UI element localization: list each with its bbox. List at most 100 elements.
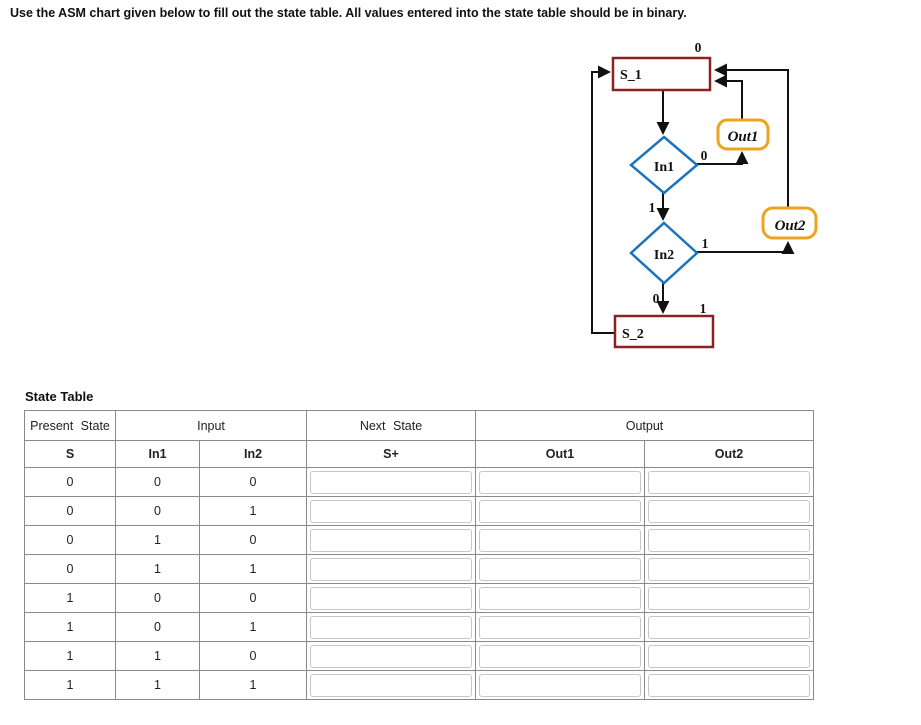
in1-cell: 1	[115, 554, 200, 584]
next-state-input[interactable]	[310, 644, 472, 668]
out1-cell	[475, 641, 645, 671]
edge-label-s2-one: 1	[700, 301, 707, 316]
next-state-input[interactable]	[310, 499, 472, 523]
s-cell: 0	[24, 467, 116, 497]
s-cell: 0	[24, 525, 116, 555]
out2-input[interactable]	[648, 644, 810, 668]
out2-cell	[644, 641, 814, 671]
in1-cell: 0	[115, 583, 200, 613]
s-plus-cell	[306, 612, 476, 642]
header-column-row: S In1 In2 S+ Out1 Out2	[24, 440, 814, 468]
in1-cell: 1	[115, 641, 200, 671]
edge-label-in2-false: 0	[653, 291, 660, 306]
out2-cell	[644, 467, 814, 497]
in1-cell: 0	[115, 612, 200, 642]
decision-in2-diamond	[629, 221, 699, 285]
table-row: 1 1 0	[24, 641, 814, 671]
column-in1: In1	[115, 440, 200, 468]
out2-input[interactable]	[648, 499, 810, 523]
out1-cell	[475, 525, 645, 555]
output-out2-label: Out2	[775, 218, 806, 234]
state-s2-box	[613, 314, 715, 349]
output-out1-box	[716, 118, 770, 151]
edge-in2-to-out2	[695, 241, 795, 255]
state-s1-box	[611, 56, 712, 92]
s-cell: 0	[24, 496, 116, 526]
s-plus-cell	[306, 554, 476, 584]
in2-cell: 0	[199, 583, 307, 613]
out2-cell	[644, 612, 814, 642]
next-state-input[interactable]	[310, 615, 472, 639]
out2-input[interactable]	[648, 470, 810, 494]
out1-input[interactable]	[479, 644, 641, 668]
decision-in1-label: In1	[654, 160, 674, 175]
state-table: Present State Input Next State Output S …	[24, 410, 814, 700]
out1-cell	[475, 554, 645, 584]
in2-cell: 1	[199, 496, 307, 526]
out1-cell	[475, 612, 645, 642]
edge-s2-loop-to-s1	[591, 65, 615, 334]
table-row: 1 0 1	[24, 612, 814, 642]
column-in2: In2	[199, 440, 307, 468]
in1-cell: 0	[115, 496, 200, 526]
edge-out2-to-s1	[714, 63, 789, 208]
s-plus-cell	[306, 641, 476, 671]
out1-cell	[475, 670, 645, 700]
table-row: 0 0 0	[24, 467, 814, 497]
decision-in1-diamond	[629, 135, 699, 195]
out1-input[interactable]	[479, 557, 641, 581]
edge-label-top-zero: 0	[695, 40, 702, 55]
in2-cell: 1	[199, 554, 307, 584]
header-group-row: Present State Input Next State Output	[24, 410, 814, 441]
edge-in1-to-out1	[696, 151, 749, 165]
out1-input[interactable]	[479, 470, 641, 494]
page-title: Use the ASM chart given below to fill ou…	[10, 6, 687, 20]
s-plus-cell	[306, 525, 476, 555]
in1-cell: 1	[115, 525, 200, 555]
in2-cell: 0	[199, 525, 307, 555]
next-state-input[interactable]	[310, 586, 472, 610]
state-s1-label: S_1	[620, 68, 642, 83]
out2-input[interactable]	[648, 586, 810, 610]
out2-input[interactable]	[648, 615, 810, 639]
s-cell: 1	[24, 583, 116, 613]
s-plus-cell	[306, 670, 476, 700]
in2-cell: 0	[199, 467, 307, 497]
s-cell: 0	[24, 554, 116, 584]
out1-input[interactable]	[479, 586, 641, 610]
edge-label-in1-false: 0	[701, 148, 708, 163]
edge-label-in2-true: 1	[702, 236, 709, 251]
out2-cell	[644, 496, 814, 526]
next-state-input[interactable]	[310, 528, 472, 552]
out1-input[interactable]	[479, 528, 641, 552]
next-state-input[interactable]	[310, 673, 472, 697]
column-s-plus: S+	[306, 440, 476, 468]
header-next-state: Next State	[306, 410, 476, 441]
s-cell: 1	[24, 641, 116, 671]
header-present-state: Present State	[24, 410, 116, 441]
out1-cell	[475, 583, 645, 613]
table-row: 0 1 0	[24, 525, 814, 555]
out1-cell	[475, 467, 645, 497]
in1-cell: 0	[115, 467, 200, 497]
out2-input[interactable]	[648, 557, 810, 581]
next-state-input[interactable]	[310, 557, 472, 581]
s-plus-cell	[306, 496, 476, 526]
column-out2: Out2	[644, 440, 814, 468]
table-row: 1 0 0	[24, 583, 814, 613]
in2-cell: 0	[199, 641, 307, 671]
header-input: Input	[115, 410, 307, 441]
out1-input[interactable]	[479, 673, 641, 697]
table-row: 0 1 1	[24, 554, 814, 584]
state-s2-label: S_2	[622, 327, 644, 342]
out2-cell	[644, 670, 814, 700]
out1-input[interactable]	[479, 499, 641, 523]
out2-input[interactable]	[648, 673, 810, 697]
s-plus-cell	[306, 583, 476, 613]
out1-cell	[475, 496, 645, 526]
next-state-input[interactable]	[310, 470, 472, 494]
out2-input[interactable]	[648, 528, 810, 552]
out2-cell	[644, 525, 814, 555]
out1-input[interactable]	[479, 615, 641, 639]
out2-cell	[644, 583, 814, 613]
